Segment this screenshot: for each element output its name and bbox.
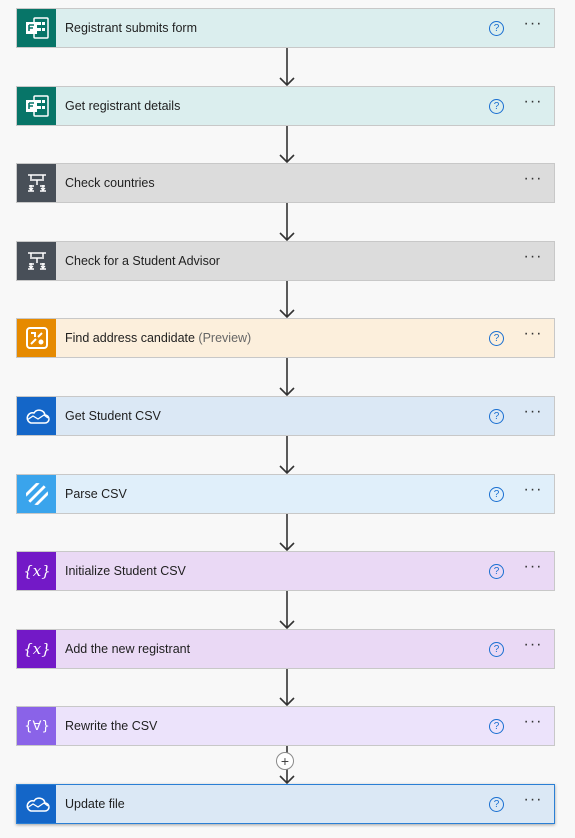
flow-step[interactable]: Get Student CSV? ··· [16,396,555,436]
flow-step[interactable]: Registrant submits form? ··· [16,8,555,48]
forms-icon [17,87,56,125]
onedrive-icon [17,785,56,823]
condition-icon [17,164,56,202]
step-title-text: Get Student CSV [65,409,161,423]
svg-text:{x}: {x} [23,640,51,658]
help-icon[interactable]: ? [489,20,504,36]
more-options-icon[interactable]: ··· [523,248,543,265]
help-icon[interactable]: ? [489,641,504,657]
flow-step[interactable]: {x} Add the new registrant? ··· [16,629,555,669]
flow-step[interactable]: Check countries ··· [16,163,555,203]
flow-step[interactable]: Get registrant details? ··· [16,86,555,126]
connector-arrow-icon [279,358,295,396]
help-icon[interactable]: ? [489,796,504,812]
connector-arrow-icon [279,514,295,551]
variable-icon: {x} [17,552,56,590]
step-title-text: Check countries [65,176,155,190]
flow-step[interactable]: {∀} Rewrite the CSV? ··· [16,706,555,746]
more-options-icon[interactable]: ··· [523,403,543,420]
more-options-icon[interactable]: ··· [523,170,543,187]
help-icon[interactable]: ? [489,330,504,346]
forms-icon [17,9,56,47]
step-title: Update file [56,797,489,811]
connector-arrow-icon [279,48,295,86]
map-icon [17,319,56,357]
step-title: Check for a Student Advisor [56,254,522,268]
flow-step[interactable]: Find address candidate (Preview)? ··· [16,318,555,358]
help-icon[interactable]: ? [489,98,504,114]
connector-arrow-icon [279,436,295,474]
more-options-icon[interactable]: ··· [523,325,543,342]
connector-arrow-icon [279,281,295,318]
more-options-icon[interactable]: ··· [523,481,543,498]
condition-icon [17,242,56,280]
variable-icon: {x} [17,630,56,668]
step-title-text: Initialize Student CSV [65,564,186,578]
step-title: Get registrant details [56,99,489,113]
step-title: Add the new registrant [56,642,489,656]
help-icon[interactable]: ? [489,486,504,502]
help-icon[interactable]: ? [489,563,504,579]
flow-step[interactable]: {x} Initialize Student CSV? ··· [16,551,555,591]
more-options-icon[interactable]: ··· [523,558,543,575]
connector-arrow-icon [279,203,295,241]
connector-arrow-icon [279,669,295,706]
svg-text:{x}: {x} [23,562,51,580]
connector-arrow-icon [279,591,295,629]
step-title-text: Update file [65,797,125,811]
more-options-icon[interactable]: ··· [523,636,543,653]
svg-text:{∀}: {∀} [24,719,49,734]
flow-step[interactable]: Update file? ··· [16,784,555,824]
step-title-text: Find address candidate [65,331,195,345]
help-icon[interactable]: ? [489,718,504,734]
help-icon[interactable]: ? [489,408,504,424]
more-options-icon[interactable]: ··· [523,15,543,32]
step-title: Find address candidate (Preview) [56,331,489,345]
flow-step[interactable]: Parse CSV? ··· [16,474,555,514]
step-title: Parse CSV [56,487,489,501]
more-options-icon[interactable]: ··· [523,791,543,808]
flow-step[interactable]: Check for a Student Advisor ··· [16,241,555,281]
step-title-text: Parse CSV [65,487,127,501]
step-title-text: Registrant submits form [65,21,197,35]
stripes-icon [17,475,56,513]
step-title: Get Student CSV [56,409,489,423]
step-title: Rewrite the CSV [56,719,489,733]
compose-icon: {∀} [17,707,56,745]
add-step-button[interactable]: + [276,752,294,770]
step-title-suffix: (Preview) [194,331,252,345]
step-title-text: Add the new registrant [65,642,191,656]
step-title-text: Rewrite the CSV [65,719,158,733]
step-title-text: Get registrant details [65,99,181,113]
step-title: Check countries [56,176,522,190]
step-title: Registrant submits form [56,21,489,35]
step-title: Initialize Student CSV [56,564,489,578]
more-options-icon[interactable]: ··· [523,93,543,110]
connector-arrow-icon [279,126,295,163]
more-options-icon[interactable]: ··· [523,713,543,730]
step-title-text: Check for a Student Advisor [65,254,220,268]
onedrive-icon [17,397,56,435]
